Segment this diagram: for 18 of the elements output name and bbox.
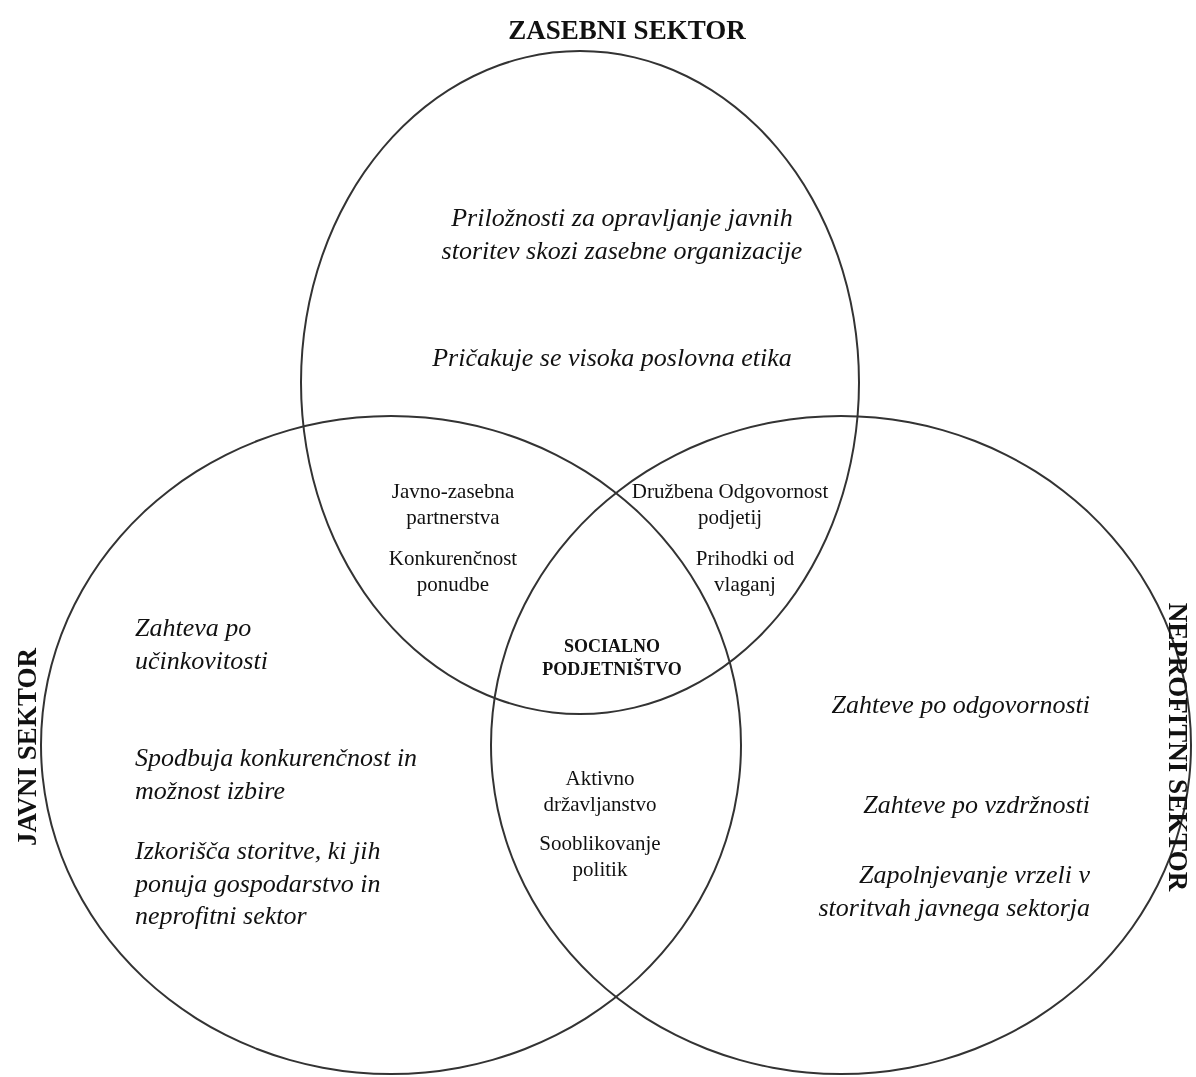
overlap-label: Družbena Odgovornost podjetij — [630, 478, 830, 531]
overlap-label: Sooblikovanje politik — [538, 830, 662, 883]
sector-trait: Zahteve po vzdržnosti — [862, 789, 1090, 821]
sector-trait: Zapolnjevanje vrzeli v storitvah javnega sektorja — [817, 859, 1090, 924]
sector-trait: Priložnosti za opravljanje javnih storitev skozi zasebne organizacije — [440, 202, 804, 267]
sector-trait: Zahteve po odgovornosti — [830, 689, 1090, 721]
overlap-label: Javno-zasebna partnerstva — [390, 478, 516, 531]
sector-trait: Pričakuje se visoka poslovna etika — [431, 342, 793, 374]
overlap-label: Prihodki od vlaganj — [694, 545, 796, 598]
sector-trait: Spodbuja konkurenčnost in možnost izbire — [135, 742, 419, 807]
sector-heading: NEPROFITNI SEKTOR — [1163, 602, 1191, 892]
sector-trait: Zahteva po učinkovitosti — [135, 612, 269, 677]
sector-heading: ZASEBNI SEKTOR — [508, 16, 746, 44]
overlap-label: Aktivno državljanstvo — [542, 765, 658, 818]
center-label: SOCIALNO PODJETNIŠTVO — [541, 635, 683, 680]
overlap-label: Konkurenčnost ponudbe — [387, 545, 519, 598]
sector-heading: JAVNI SEKTOR — [13, 648, 41, 846]
sector-trait: Izkorišča storitve, ki jih ponuja gospodarstvo in neprofitni sektor — [135, 835, 382, 932]
